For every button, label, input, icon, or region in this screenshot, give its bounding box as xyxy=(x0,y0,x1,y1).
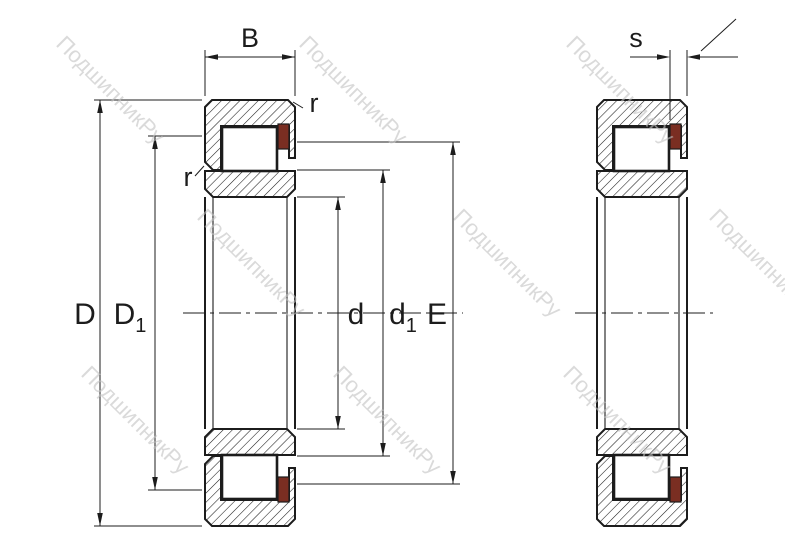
roller-top xyxy=(220,125,279,173)
dimension-label-E: E xyxy=(427,298,447,331)
side-snap-ring-bottom xyxy=(669,476,682,503)
dimension-label-d1: d1 xyxy=(389,298,417,337)
arrowhead-down xyxy=(335,416,341,429)
leader-line xyxy=(292,101,304,109)
dimension-d: d xyxy=(297,196,365,430)
arrowhead-left xyxy=(205,54,218,60)
dimension-label-d: d xyxy=(348,298,365,331)
arrowhead-down xyxy=(97,513,103,526)
arrowhead-left xyxy=(687,54,700,60)
label-r-outer: r xyxy=(292,88,319,118)
arrowhead-up xyxy=(450,142,456,155)
arrowhead-down xyxy=(450,471,456,484)
leader-line xyxy=(700,18,737,52)
watermark: ПодшипникРу xyxy=(76,361,194,479)
watermark: ПодшипникРу xyxy=(192,204,310,322)
arrowhead-up xyxy=(380,170,386,183)
side-snap-ring-top xyxy=(669,123,682,150)
dimension-label-r-inner: r xyxy=(184,162,193,192)
dimension-E: E xyxy=(297,141,460,485)
dimension-label-s: s xyxy=(629,23,643,53)
roller-bottom xyxy=(220,453,279,501)
watermark: ПодшипникРу xyxy=(328,361,446,479)
dimension-label-r-outer: r xyxy=(310,88,319,118)
dimension-label-D: D xyxy=(74,298,96,331)
arrowhead-up xyxy=(335,197,341,210)
side-roller-bottom xyxy=(612,453,671,501)
side-roller-top xyxy=(612,125,671,173)
arrowhead-up xyxy=(152,136,158,149)
side-inner-ring-top-section xyxy=(596,170,688,198)
dimension-d1: d1 xyxy=(297,169,417,457)
leader-line xyxy=(194,165,205,177)
arrowhead-right xyxy=(282,54,295,60)
dimension-label-B: B xyxy=(241,23,259,53)
watermark: ПодшипникРу xyxy=(51,31,169,149)
inner-ring-top-section xyxy=(204,170,296,198)
dimension-D: D xyxy=(74,99,202,527)
dimension-D1: D1 xyxy=(114,135,202,491)
dimension-label-D1: D1 xyxy=(114,298,147,337)
snap-ring-bottom xyxy=(277,476,290,503)
front-section-view xyxy=(183,99,463,527)
watermarks: ПодшипникРу ПодшипникРу ПодшипникРу Подш… xyxy=(51,31,785,479)
side-section-view xyxy=(575,99,713,527)
dimensions: B D D1 d xyxy=(74,18,738,527)
inner-ring-bottom-section xyxy=(204,428,296,456)
watermark: ПодшипникРу xyxy=(448,204,566,322)
arrowhead-right xyxy=(657,54,670,60)
label-r-inner: r xyxy=(184,162,205,192)
arrowhead-down xyxy=(380,443,386,456)
dimension-s: s xyxy=(629,18,738,120)
watermark: ПодшипникРу xyxy=(704,204,785,322)
arrowhead-up xyxy=(97,100,103,113)
dimension-B: B xyxy=(204,23,296,96)
arrowhead-down xyxy=(152,477,158,490)
snap-ring-top xyxy=(277,123,290,150)
